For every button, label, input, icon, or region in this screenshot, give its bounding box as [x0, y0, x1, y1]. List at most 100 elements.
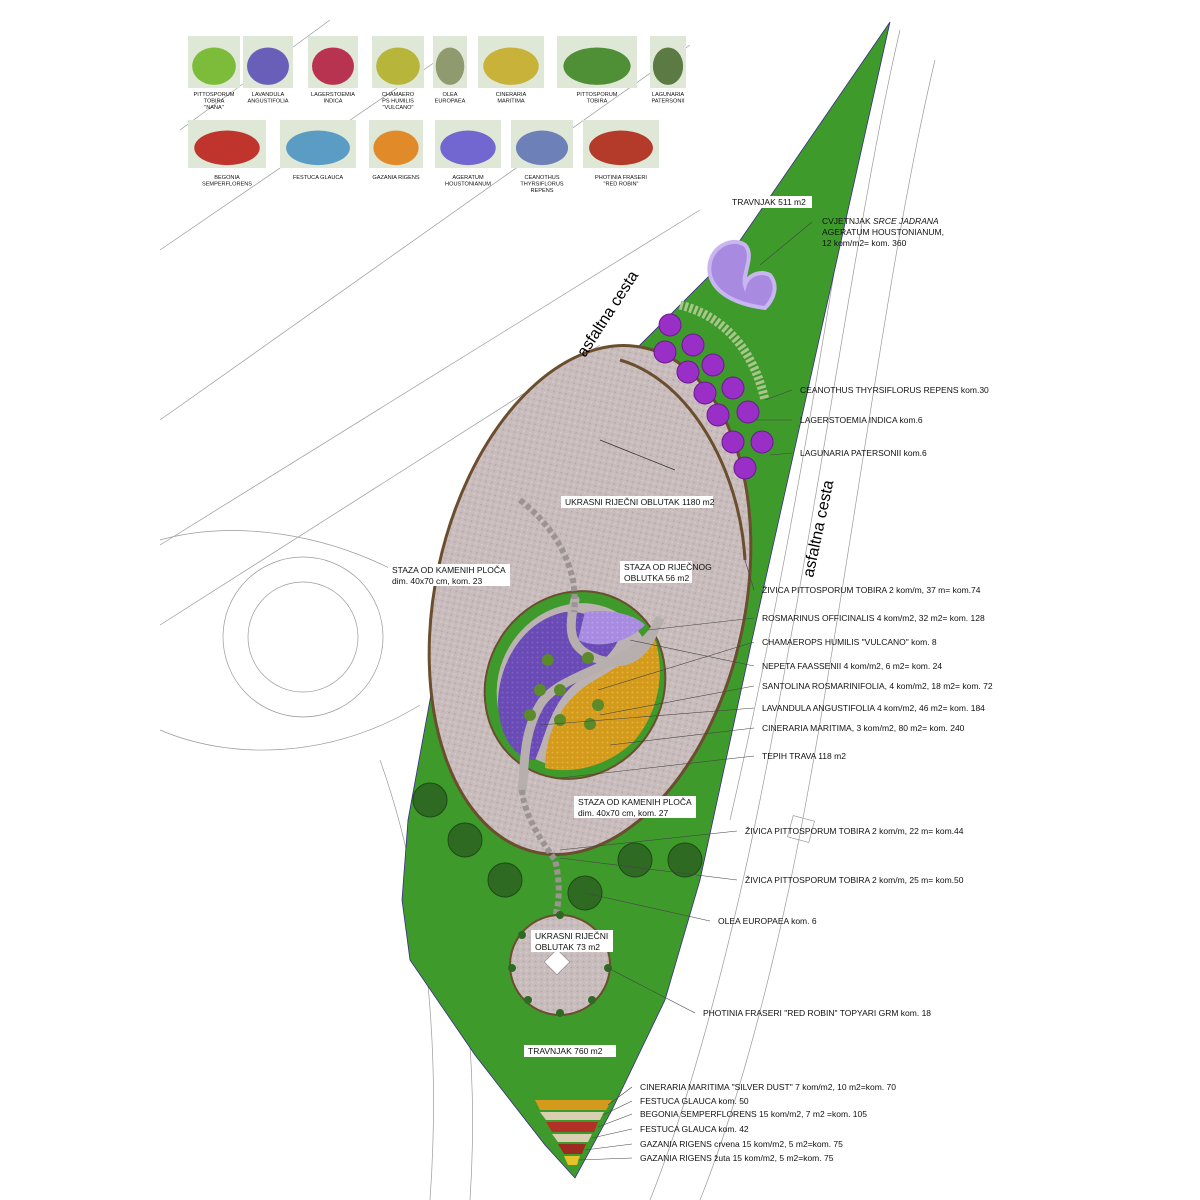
ceanothus-arc: [678, 300, 770, 402]
thumbnail-caption: INDICA: [324, 99, 343, 105]
callout-label: CEANOTHUS THYRSIFLORUS REPENS kom.30: [800, 385, 989, 395]
flower-photo-shape: [373, 130, 419, 166]
tree-photo-shape: [312, 47, 354, 85]
callout-label: CINERARIA MARITIMA "SILVER DUST" 7 kom/m…: [640, 1082, 896, 1092]
callout: LAGUNARIA PATERSONII kom.6: [769, 448, 927, 458]
label-stone-path-bottom-2: dim. 40x70 cm, kom. 27: [578, 808, 669, 818]
label-gravel-small-2: OBLUTAK 73 m2: [535, 942, 600, 952]
cineraria-photo-shape: [483, 47, 539, 85]
thumbnail-caption: PHOTINIA FRASERI: [595, 175, 647, 181]
thumbnail-caption: "NANA": [204, 105, 224, 111]
label-lawn-bottom: TRAVNJAK 760 m2: [528, 1046, 603, 1056]
thumbnail-caption: FESTUCA GLAUCA: [293, 175, 344, 181]
purple-shrubs: [653, 313, 774, 480]
palm-photo-shape: [376, 47, 420, 85]
thumbnail-caption: PS HUMILIS: [382, 99, 414, 105]
olive-photo-shape: [435, 47, 465, 85]
stone-path-bottom: [519, 789, 562, 919]
road-label-right: asfaltna cesta: [800, 479, 837, 579]
thumbnail-caption: REPENS: [530, 188, 553, 194]
thumbnail-caption: OLEA: [443, 92, 458, 98]
callout-label: GAZANIA RIGENS crvena 15 kom/m2, 5 m2=ko…: [640, 1139, 843, 1149]
callout: FESTUCA GLAUCA kom. 42: [591, 1124, 749, 1139]
thumbnail-caption: PITTOSPORUM: [194, 92, 235, 98]
thumbnail-caption: MARITIMA: [497, 99, 525, 105]
svg-text:AGERATUM HOUSTONIANUM,: AGERATUM HOUSTONIANUM,: [822, 227, 944, 237]
callout: OLEA EUROPAEA kom. 6: [584, 892, 817, 926]
thumbnail-caption: GAZANIA RIGENS: [372, 175, 420, 181]
thumbnail-caption: "RED ROBIN": [603, 182, 638, 188]
callout: BEGONIA SEMPERFLORENS 15 kom/m2, 7 m2 =k…: [597, 1109, 867, 1128]
thumbnail-caption: ANGUSTIFOLIA: [247, 99, 288, 105]
plant-thumbnail-gallery: PITTOSPORUMTOBIRA"NANA"LAVANDULAANGUSTIF…: [188, 36, 686, 194]
ageratum-patch: [578, 610, 645, 645]
callout-label: CINERARIA MARITIMA, 3 kom/m2, 80 m2= kom…: [762, 723, 965, 733]
callout-label: ŽIVICA PITTOSPORUM TOBIRA 2 kom/m, 37 m=…: [762, 585, 981, 595]
callout-label: BEGONIA SEMPERFLORENS 15 kom/m2, 7 m2 =k…: [640, 1109, 867, 1119]
label-pebble-path-1: STAZA OD RIJEČNOG: [624, 562, 712, 572]
begonia-photo-shape: [194, 130, 260, 166]
callout-label: ROSMARINUS OFFICINALIS 4 kom/m2, 32 m2= …: [762, 613, 985, 623]
shrub-photo-shape: [192, 47, 236, 85]
thumbnail-caption: THYRSIFLORUS: [520, 182, 563, 188]
label-pebble-path-2: OBLUTKA 56 m2: [624, 573, 689, 583]
plant-thumbnail: GAZANIA RIGENS: [369, 120, 423, 181]
thumbnail-caption: TOBIRA: [204, 99, 225, 105]
callout-list: CEANOTHUS THYRSIFLORUS REPENS kom.30LAGE…: [539, 385, 993, 1163]
callout: SANTOLINA ROSMARINIFOLIA, 4 kom/m2, 18 m…: [599, 681, 993, 716]
thumbnail-caption: CEANOTHUS: [524, 175, 559, 181]
thumbnail-caption: BEGONIA: [214, 175, 240, 181]
callout: LAVANDULA ANGUSTIFOLIA 4 kom/m2, 46 m2= …: [539, 703, 985, 726]
hedge-photo-shape: [563, 47, 631, 85]
callout: TEPIH TRAVA 118 m2: [559, 751, 846, 779]
callout: CEANOTHUS THYRSIFLORUS REPENS kom.30: [764, 385, 989, 401]
lavender-photo-shape: [247, 47, 289, 85]
thumbnail-caption: TOBIRA: [587, 99, 608, 105]
flower-photo-shape: [440, 130, 496, 166]
label-stone-path-top-2: dim. 40x70 cm, kom. 23: [392, 576, 483, 586]
callout: ŽIVICA PITTOSPORUM TOBIRA 2 kom/m, 37 m=…: [744, 559, 981, 595]
thumbnail-caption: "VULCANO": [382, 105, 413, 111]
thumbnail-caption: LAGERSTOEMIA: [311, 92, 355, 98]
thumbnail-caption: LAGUNARIA: [652, 92, 685, 98]
label-gravel-small-1: UKRASNI RIJEČNI: [535, 931, 608, 941]
label-gravel-main: UKRASNI RIJEČNI OBLUTAK 1180 m2: [565, 497, 715, 507]
callout: ŽIVICA PITTOSPORUM TOBIRA 2 kom/m, 25 m=…: [559, 857, 964, 885]
callout: GAZANIA RIGENS žuta 15 kom/m2, 5 m2=kom.…: [577, 1153, 834, 1163]
callout-label: TEPIH TRAVA 118 m2: [762, 751, 846, 761]
callout-heart: CVJETNJAK SRCE JADRANA AGERATUM HOUSTONI…: [759, 216, 944, 266]
callout-label: FESTUCA GLAUCA kom. 42: [640, 1124, 749, 1134]
thumbnail-caption: PATERSONII: [651, 99, 684, 105]
callout-label: LAGERSTOEMIA INDICA kom.6: [800, 415, 923, 425]
thumbnail-caption: EUROPAEA: [435, 99, 466, 105]
callout: ROSMARINUS OFFICINALIS 4 kom/m2, 32 m2= …: [647, 613, 985, 631]
bottom-bands: [535, 1100, 612, 1165]
stone-path-top: [518, 497, 578, 613]
thumbnail-caption: LAVANDULA: [252, 92, 285, 98]
hedge-photo-shape: [589, 130, 653, 166]
callout: PHOTINIA FRASERI "RED ROBIN" TOPYARI GRM…: [607, 967, 931, 1018]
callout-label: LAGUNARIA PATERSONII kom.6: [800, 448, 927, 458]
callout-label: GAZANIA RIGENS žuta 15 kom/m2, 5 m2=kom.…: [640, 1153, 834, 1163]
thumbnail-caption: PITTOSPORUM: [577, 92, 618, 98]
callout-label: NEPETA FAASSENII 4 kom/m2, 6 m2= kom. 24: [762, 661, 942, 671]
river-pebble-path: [517, 595, 665, 795]
olive-trees: [412, 782, 703, 911]
label-stone-path-bottom-1: STAZA OD KAMENIH PLOČA: [578, 797, 692, 807]
thumbnail-caption: HOUSTONIANUM: [445, 182, 491, 188]
callout-label: CHAMAEROPS HUMILIS "VULCANO" kom. 8: [762, 637, 937, 647]
callout-label: FESTUCA GLAUCA kom. 50: [640, 1096, 749, 1106]
callout: NEPETA FAASSENII 4 kom/m2, 6 m2= kom. 24: [629, 639, 942, 671]
callout-label: ŽIVICA PITTOSPORUM TOBIRA 2 kom/m, 25 m=…: [745, 875, 964, 885]
svg-text:12 kom/m2= kom. 360: 12 kom/m2= kom. 360: [822, 238, 907, 248]
callout: CHAMAEROPS HUMILIS "VULCANO" kom. 8: [597, 637, 937, 691]
